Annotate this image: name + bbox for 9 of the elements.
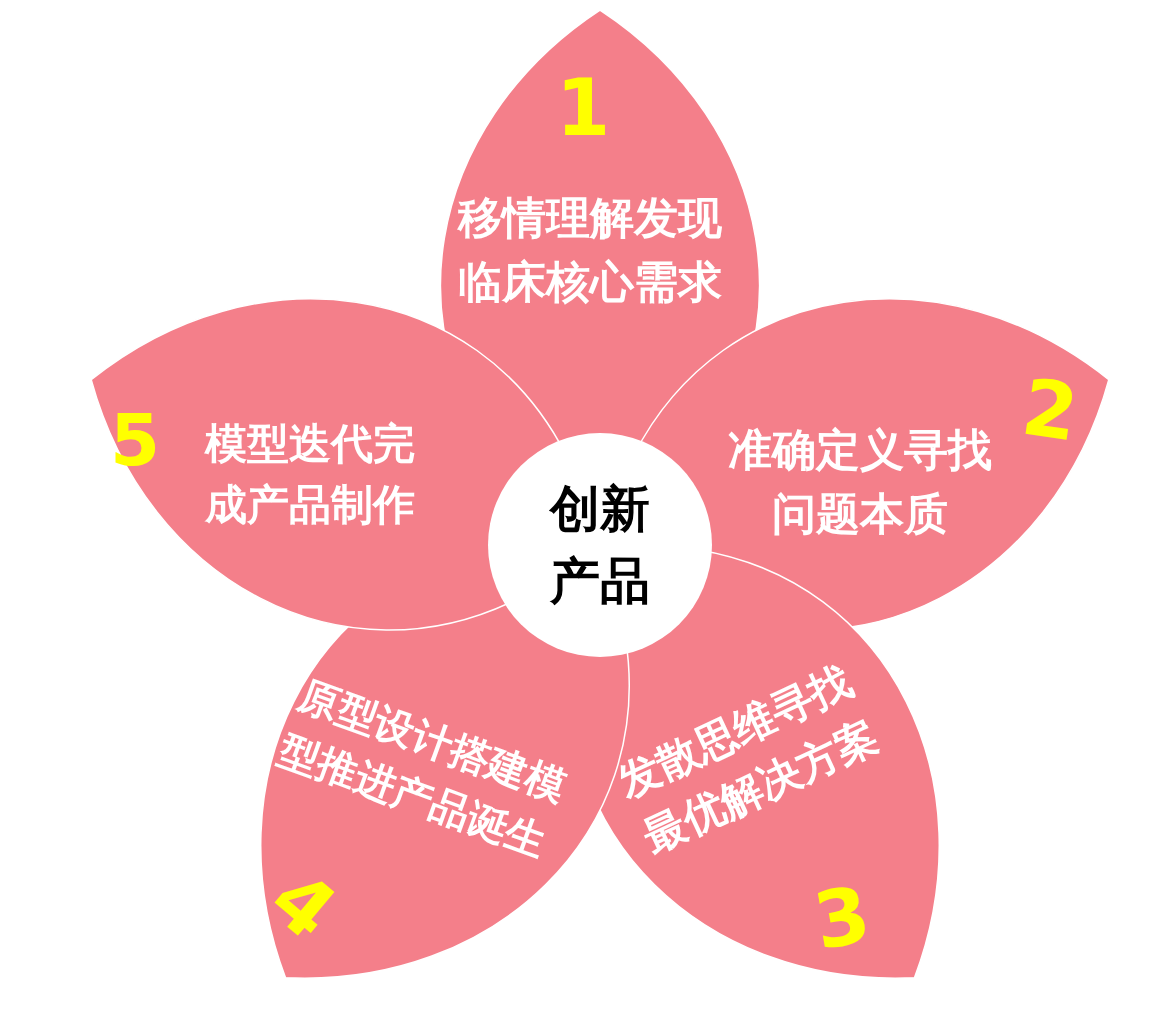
- petal-text: 发散思维寻找最优解决方案: [609, 655, 887, 865]
- step-number: 5: [110, 397, 161, 484]
- step-number: 2: [1016, 360, 1085, 460]
- step-number: 1: [556, 61, 611, 155]
- step-number: 3: [806, 867, 878, 969]
- center-text: 创新产品: [548, 478, 651, 612]
- petal-text: 模型迭代完成产品制作: [203, 418, 417, 531]
- petal-text: 移情理解发现临床核心需求: [456, 191, 723, 309]
- petal-text: 准确定义寻找问题本质: [726, 423, 993, 541]
